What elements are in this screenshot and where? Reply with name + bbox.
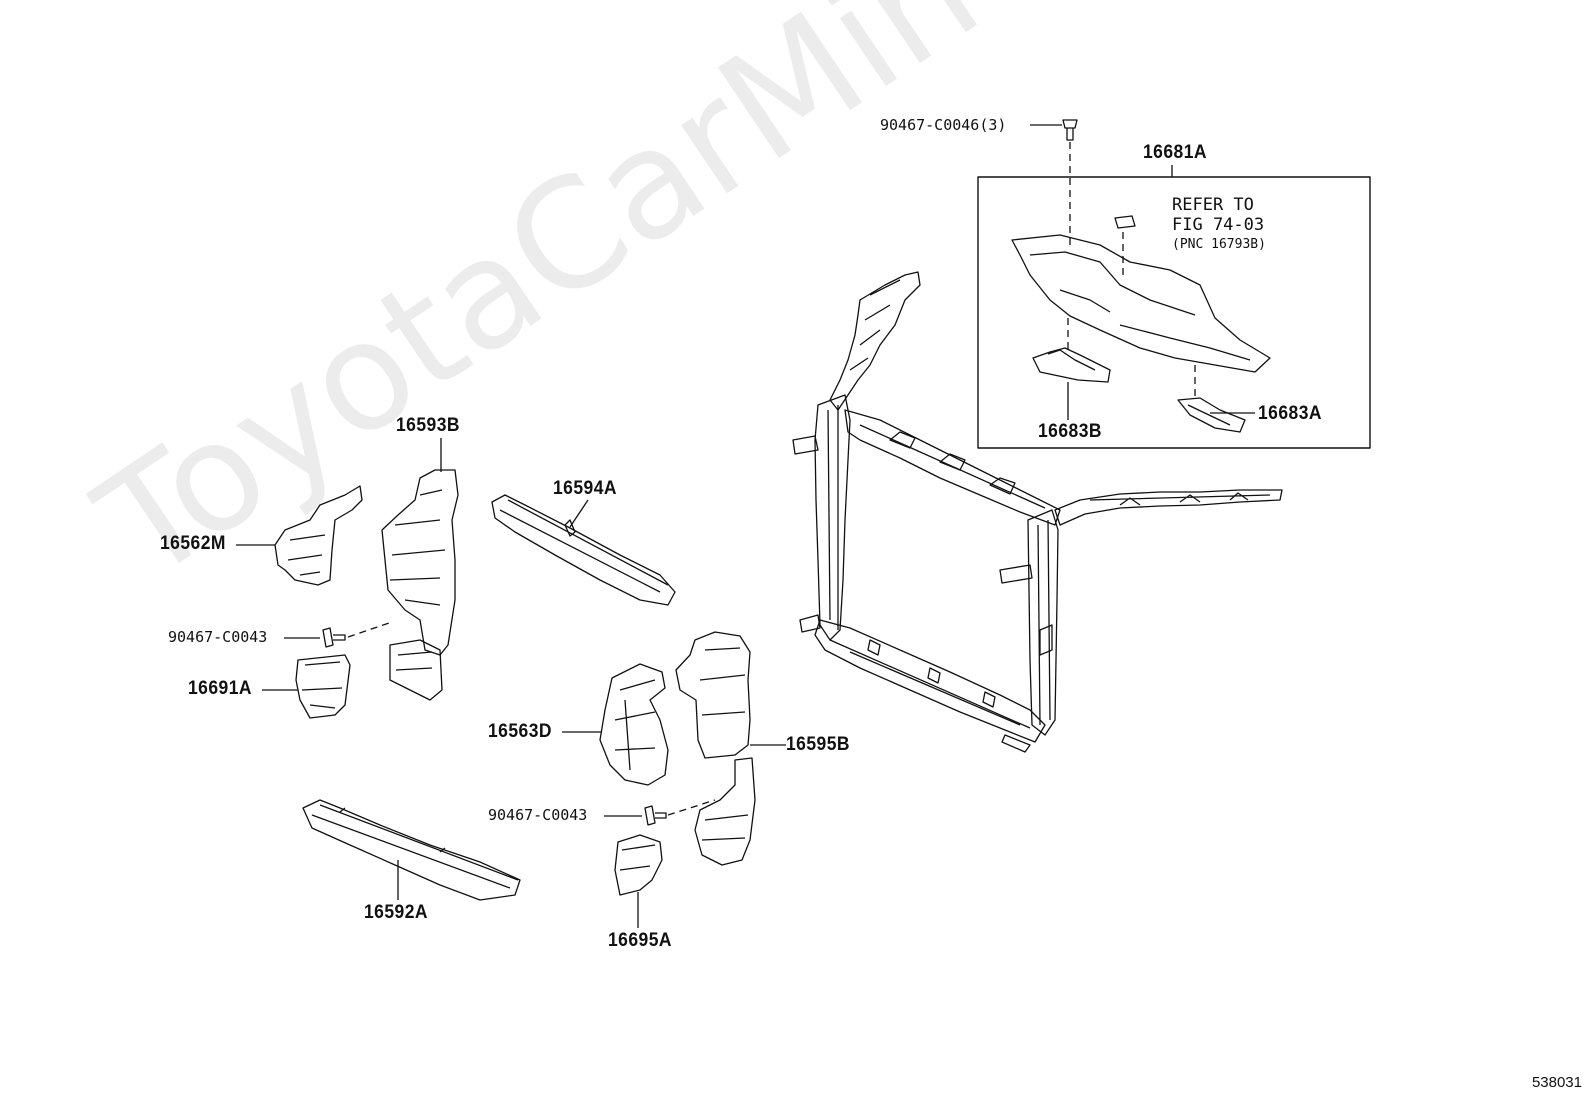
- clip-icon: [322, 627, 346, 648]
- label-16563D: 16563D: [488, 721, 552, 742]
- part-16683A: [1177, 397, 1246, 433]
- clip-icon: [1062, 119, 1078, 141]
- label-16562M: 16562M: [160, 533, 226, 554]
- radiator-support-frame: [792, 271, 1283, 753]
- label-16593B: 16593B: [396, 415, 460, 436]
- label-16681A: 16681A: [1143, 142, 1207, 163]
- label-16691A: 16691A: [188, 678, 252, 699]
- part-16562M: [274, 485, 363, 586]
- part-16594A: [491, 494, 676, 606]
- note-line-1: REFER TO: [1172, 195, 1254, 215]
- part-16563D: [599, 663, 669, 786]
- group-box-16681A: [977, 176, 1371, 449]
- label-16683B: 16683B: [1038, 421, 1102, 442]
- part-16691A: [295, 654, 351, 719]
- part-16695A: [614, 834, 663, 896]
- part-16683B: [1032, 347, 1111, 383]
- label-16683A: 16683A: [1258, 403, 1322, 424]
- part-16593B: [381, 469, 459, 701]
- label-90467-C0046: 90467-C0046(3): [880, 116, 1007, 134]
- part-16681A-cover: [1011, 234, 1271, 373]
- label-90467-C0043-left: 90467-C0043: [168, 628, 268, 646]
- clip-icon: [644, 805, 667, 826]
- label-16594A: 16594A: [553, 478, 617, 499]
- label-90467-C0043-right: 90467-C0043: [488, 806, 588, 824]
- note-line-3: (PNC 16793B): [1172, 237, 1266, 252]
- part-16595B: [675, 631, 756, 866]
- figure-number: 538031: [1531, 1074, 1582, 1091]
- part-16592A: [302, 799, 521, 901]
- note-line-2: FIG 74-03: [1172, 215, 1265, 235]
- label-16592A: 16592A: [364, 902, 428, 923]
- reference-note: REFER TO FIG 74-03 (PNC 16793B): [1172, 195, 1266, 255]
- label-16595B: 16595B: [786, 734, 850, 755]
- label-16695A: 16695A: [608, 930, 672, 951]
